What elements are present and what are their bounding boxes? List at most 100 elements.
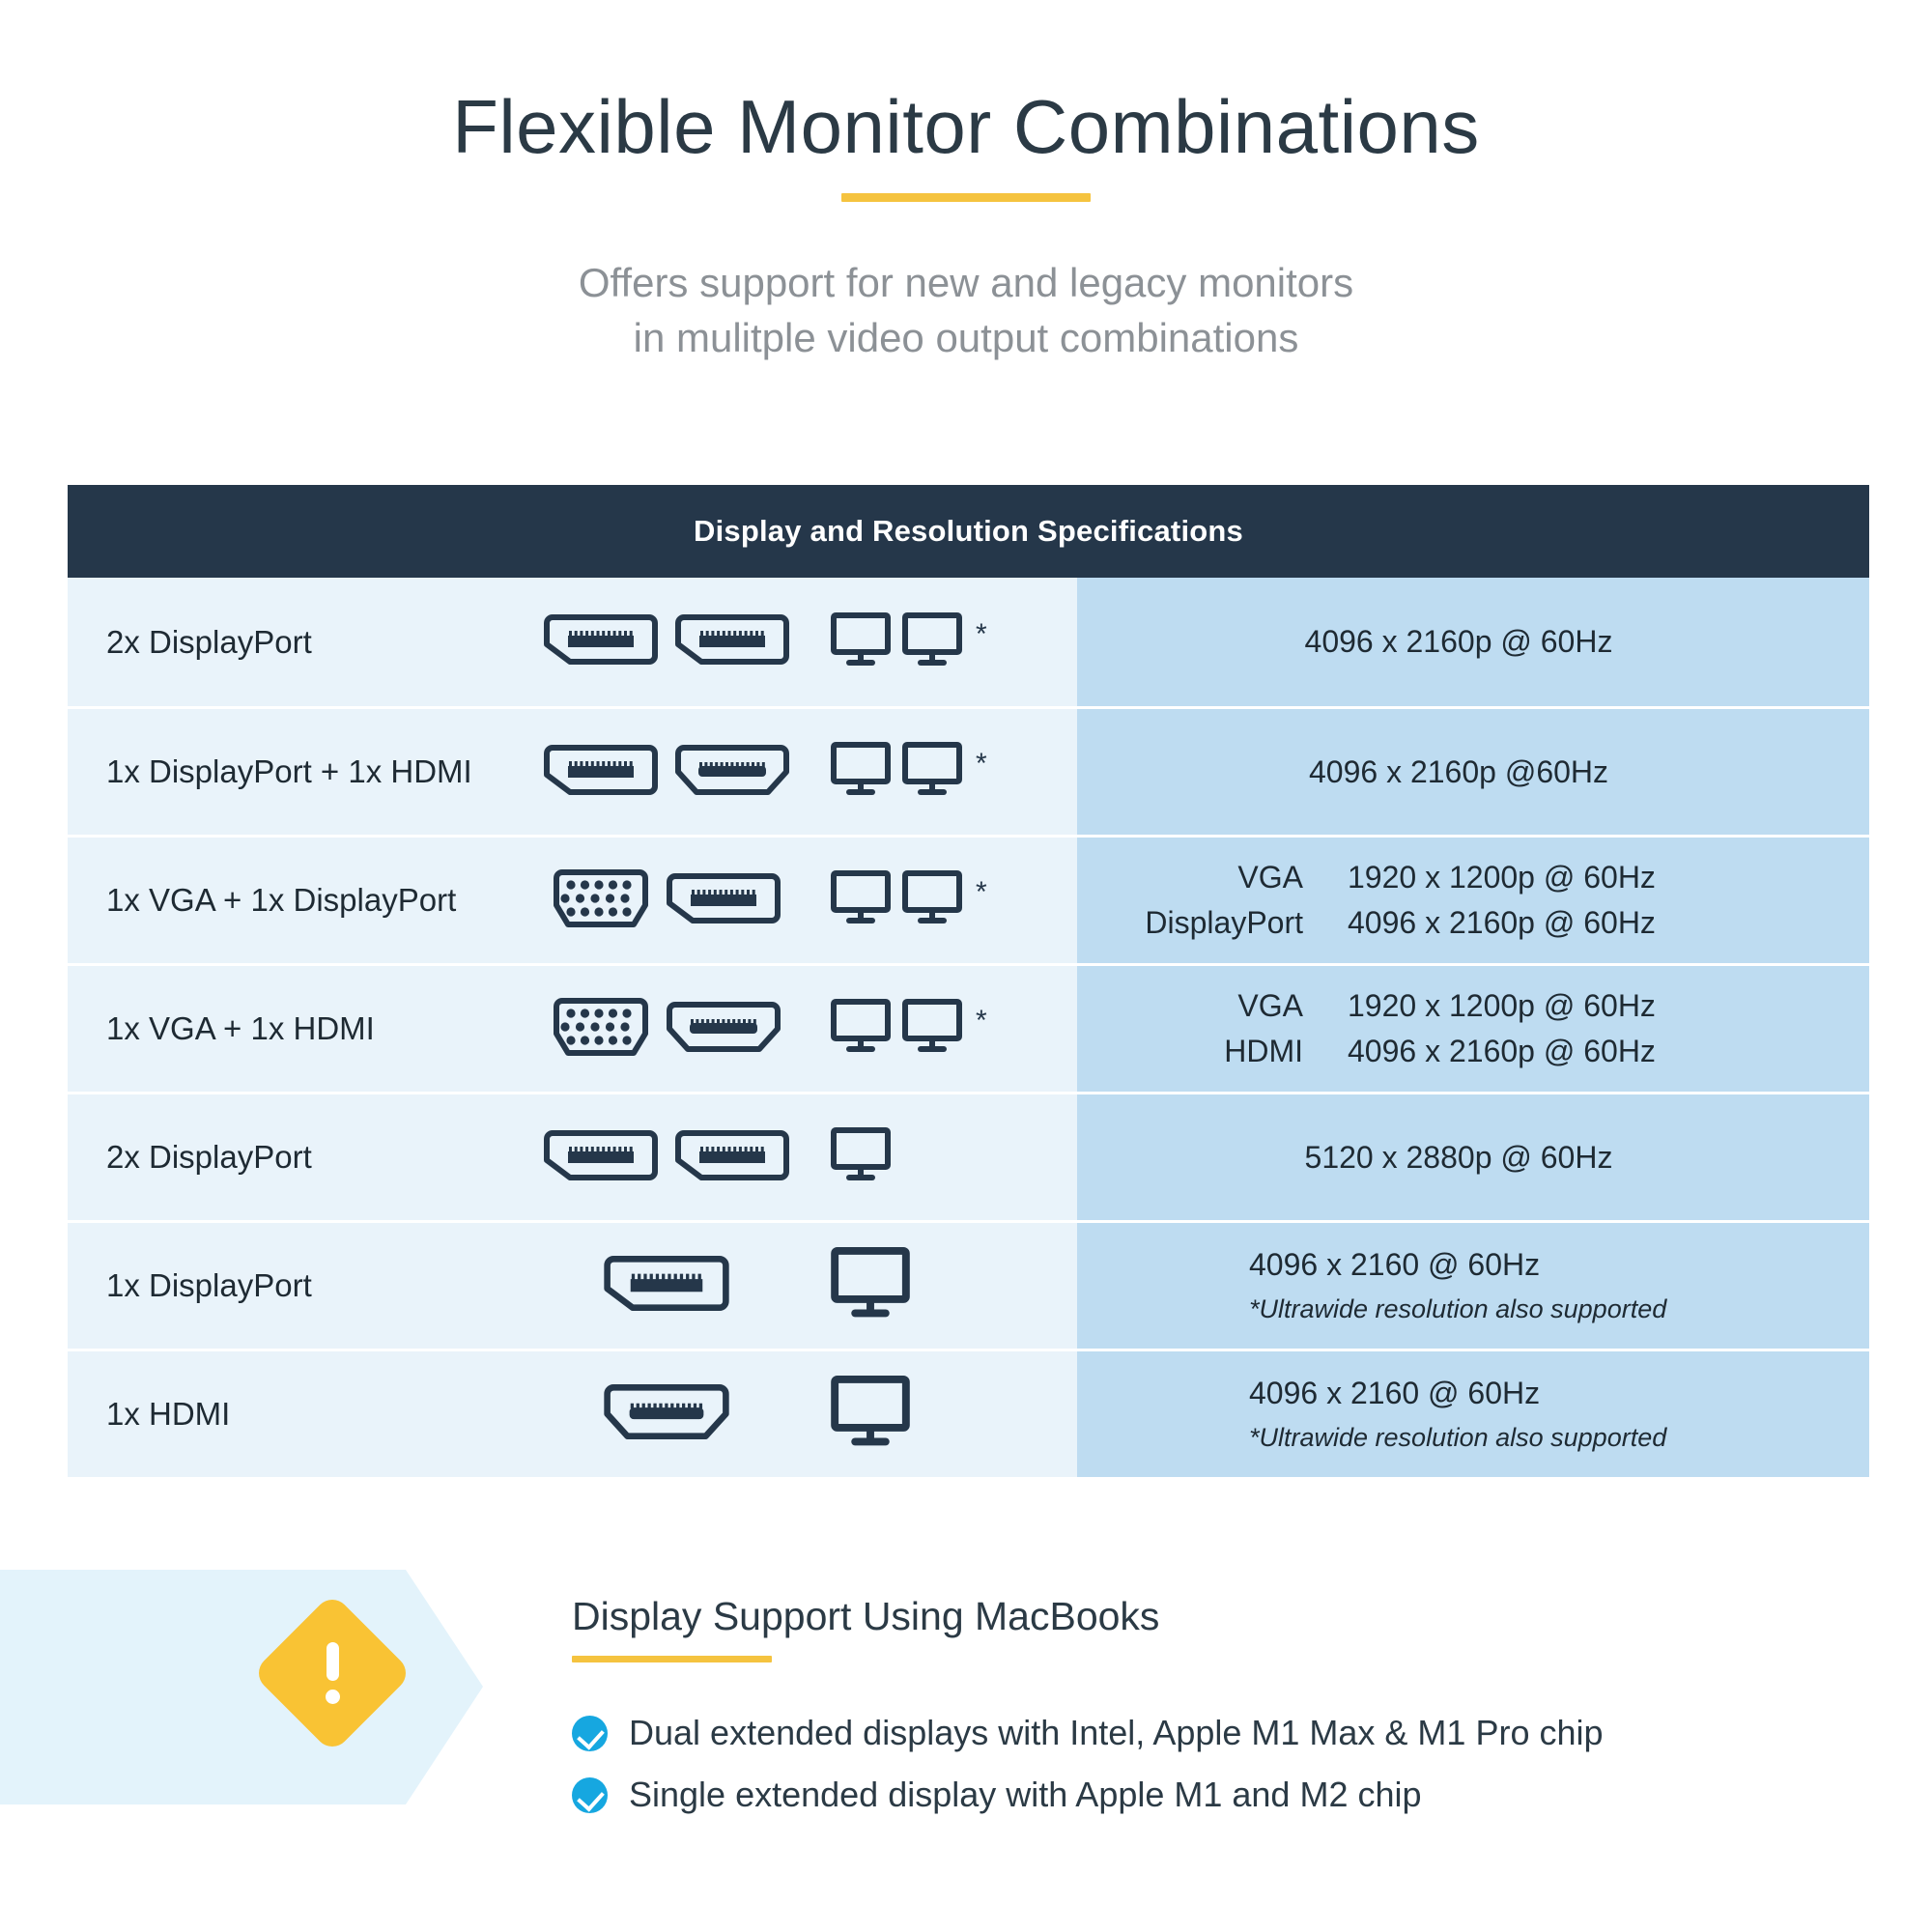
resolution-value: 4096 x 2160p @60Hz [1308,753,1609,789]
footnote-asterisk: * [976,1005,987,1037]
monitor-icon [831,870,891,930]
list-item-label: Dual extended displays with Intel, Apple… [629,1713,1604,1752]
monitor-icon-group [811,1247,1077,1324]
displayport-connector-icon [675,1129,789,1185]
check-circle-icon [572,1715,608,1751]
port-combination-label: 1x VGA + 1x DisplayPort [106,882,457,918]
footnote-asterisk: * [976,876,987,908]
monitor-icon-group: * [811,611,1077,672]
resolution-port-label: DisplayPort [1145,905,1303,940]
displayport-connector-icon [544,1129,658,1185]
monitor-icon-group [811,1376,1077,1453]
table-row: 2x DisplayPort * 4096 x 2160p @ 60Hz [68,578,1869,706]
hdmi-connector-icon [675,744,789,800]
port-combination-label: 2x DisplayPort [106,623,312,660]
macbook-support-list: Dual extended displays with Intel, Apple… [572,1713,1828,1815]
vga-connector-icon [553,868,649,933]
spec-row-resolution-cell: 4096 x 2160p @ 60Hz [1077,578,1869,706]
resolution-port-label: VGA [1237,988,1303,1023]
spec-row-resolution-cell: 5120 x 2880p @ 60Hz [1077,1094,1869,1220]
footnote-asterisk: * [976,617,987,650]
table-row: 1x VGA + 1x HDMI * VGA 1920 x 1200p @ 60Hz… [68,963,1869,1092]
page-title: Flexible Monitor Combinations [452,84,1480,169]
resolution-value: 4096 x 2160 @ 60Hz [1249,1376,1541,1410]
exclamation-dot [325,1690,340,1704]
resolution-note-block: 4096 x 2160 @ 60Hz *Ultrawide resolution … [1077,1247,1869,1324]
spec-row-left-cell: 2x DisplayPort * [68,578,1077,706]
hdmi-connector-icon [604,1384,729,1444]
monitor-icon [902,742,962,802]
subtitle-line-1: Offers support for new and legacy monito… [578,260,1354,305]
monitor-icon [831,1376,910,1453]
spec-table: Display and Resolution Specifications 2x… [68,485,1869,1477]
page-subtitle: Offers support for new and legacy monito… [0,256,1932,365]
resolution-footnote: *Ultrawide resolution also supported [1249,1423,1667,1452]
spec-row-resolution-cell: 4096 x 2160 @ 60Hz *Ultrawide resolution … [1077,1223,1869,1349]
table-row: 1x DisplayPort 4096 x 2160 @ 60Hz *Ultraw… [68,1220,1869,1349]
monitor-icon [831,1127,891,1187]
list-item-label: Single extended display with Apple M1 an… [629,1775,1422,1814]
spec-row-left-cell: 1x VGA + 1x HDMI * [68,966,1077,1092]
monitor-icon-group: * [811,999,1077,1059]
macbook-title-underline-rule [572,1656,772,1662]
resolution-value: 4096 x 2160p @ 60Hz [1304,624,1613,659]
spec-row-left-cell: 2x DisplayPort [68,1094,1077,1220]
port-combination-label: 1x HDMI [106,1396,231,1432]
displayport-connector-icon [667,872,781,928]
resolution-value: 4096 x 2160p @ 60Hz [1348,905,1656,940]
resolution-value: 4096 x 2160p @ 60Hz [1348,1034,1656,1068]
spec-row-left-cell: 1x DisplayPort [68,1223,1077,1349]
connector-icon-group [522,1129,811,1185]
monitor-icon [831,999,891,1059]
port-combination-label: 1x DisplayPort [106,1267,312,1303]
connector-icon-group [522,744,811,800]
subtitle-line-2: in mulitple video output combinations [633,314,1299,360]
monitor-icon-group: * [811,870,1077,930]
list-item: Dual extended displays with Intel, Apple… [572,1713,1828,1753]
vga-connector-icon [553,997,649,1062]
list-item: Single extended display with Apple M1 an… [572,1775,1828,1815]
table-row: 2x DisplayPort 5120 x 2880p @ 60Hz [68,1092,1869,1220]
resolution-pair-row: DisplayPort 4096 x 2160p @ 60Hz [1106,905,1869,941]
hdmi-connector-icon [667,1001,781,1057]
resolution-value: 4096 x 2160 @ 60Hz [1249,1247,1541,1282]
displayport-connector-icon [604,1256,729,1316]
connector-icon-group [522,1384,811,1444]
resolution-pair-row: VGA 1920 x 1200p @ 60Hz [1106,988,1869,1024]
warning-exclamation-icon [275,1616,389,1730]
monitor-icon-group: * [811,742,1077,802]
displayport-connector-icon [544,744,658,800]
resolution-footnote: *Ultrawide resolution also supported [1249,1294,1667,1323]
resolution-value: 5120 x 2880p @ 60Hz [1304,1139,1613,1175]
port-combination-label: 2x DisplayPort [106,1139,312,1175]
monitor-icon [831,611,891,672]
monitor-icon [902,999,962,1059]
displayport-connector-icon [544,614,658,669]
monitor-icon [902,870,962,930]
resolution-port-label: HDMI [1224,1034,1303,1068]
resolution-value: 1920 x 1200p @ 60Hz [1348,988,1656,1023]
title-underline-rule [841,193,1091,202]
warning-banner [0,1570,483,1804]
resolution-port-label: VGA [1237,860,1303,895]
spec-table-body: 2x DisplayPort * 4096 x 2160p @ 60Hz 1x Di… [68,578,1869,1477]
monitor-icon [831,742,891,802]
macbook-support-section: Display Support Using MacBooks Dual exte… [572,1594,1828,1815]
connector-icon-group [522,997,811,1062]
table-row: 1x HDMI 4096 x 2160 @ 60Hz *Ultrawide res… [68,1349,1869,1477]
resolution-note-block: 4096 x 2160 @ 60Hz *Ultrawide resolution … [1077,1376,1869,1453]
monitor-icon-group [811,1127,1077,1187]
table-row: 1x DisplayPort + 1x HDMI *4096 x 2160p @… [68,706,1869,835]
spec-table-header: Display and Resolution Specifications [68,485,1869,578]
spec-row-resolution-cell: 4096 x 2160p @60Hz [1077,709,1869,835]
resolution-pair-row: HDMI 4096 x 2160p @ 60Hz [1106,1034,1869,1069]
spec-row-left-cell: 1x HDMI [68,1351,1077,1477]
monitor-icon [902,611,962,672]
